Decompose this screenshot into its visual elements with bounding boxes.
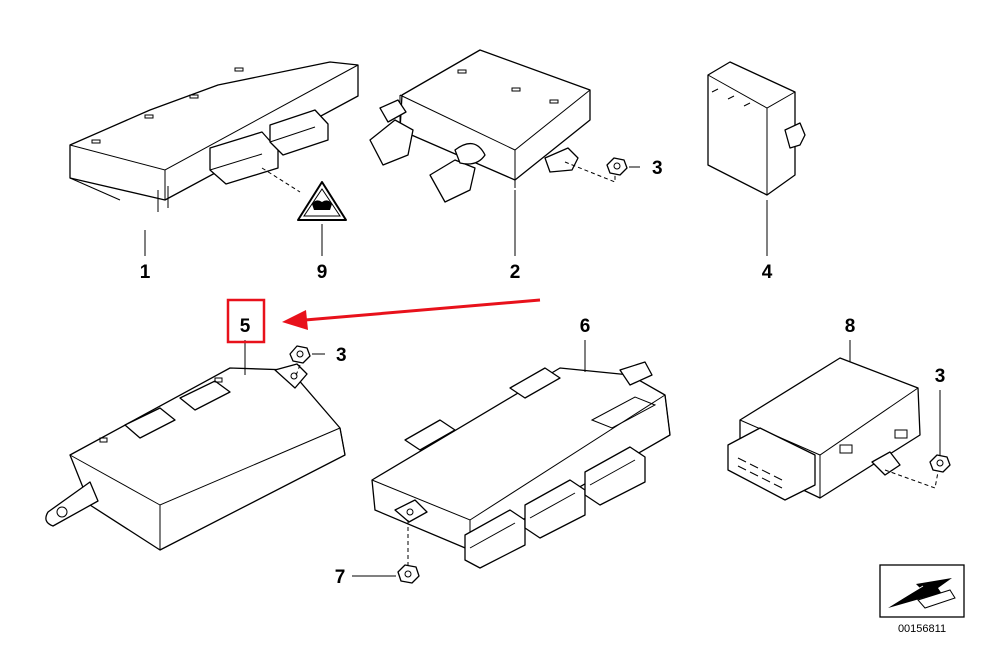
part-8-control-module[interactable]: [727, 340, 921, 501]
callout-8: 8: [845, 316, 856, 337]
reference-number: 00156811: [898, 623, 946, 635]
part-4-small-module[interactable]: [707, 61, 806, 256]
part-6-control-module[interactable]: [371, 340, 671, 569]
callout-6: 6: [580, 316, 591, 337]
callout-2: 2: [510, 262, 521, 283]
callout-3-top: 3: [652, 158, 663, 179]
part-1-control-module[interactable]: [69, 61, 359, 256]
nut-3-top[interactable]: [606, 157, 640, 176]
callout-7: 7: [335, 567, 346, 588]
callout-1: 1: [140, 262, 151, 283]
part-2-module-with-connectors[interactable]: [369, 49, 591, 256]
callout-3-right: 3: [935, 366, 946, 387]
callout-4: 4: [762, 262, 773, 283]
part-9-warning-label[interactable]: [297, 181, 347, 256]
nut-3-right[interactable]: [929, 390, 951, 473]
callout-3-middle: 3: [336, 345, 347, 366]
callout-5: 5: [240, 316, 251, 337]
reference-arrow-icon: [879, 564, 965, 618]
highlight-arrow: [282, 298, 541, 330]
nut-7[interactable]: [352, 564, 420, 584]
highlight-box: [226, 298, 266, 344]
part-5-control-module[interactable]: [45, 340, 346, 551]
callout-9: 9: [317, 262, 328, 283]
nut-3-middle[interactable]: [289, 345, 325, 379]
